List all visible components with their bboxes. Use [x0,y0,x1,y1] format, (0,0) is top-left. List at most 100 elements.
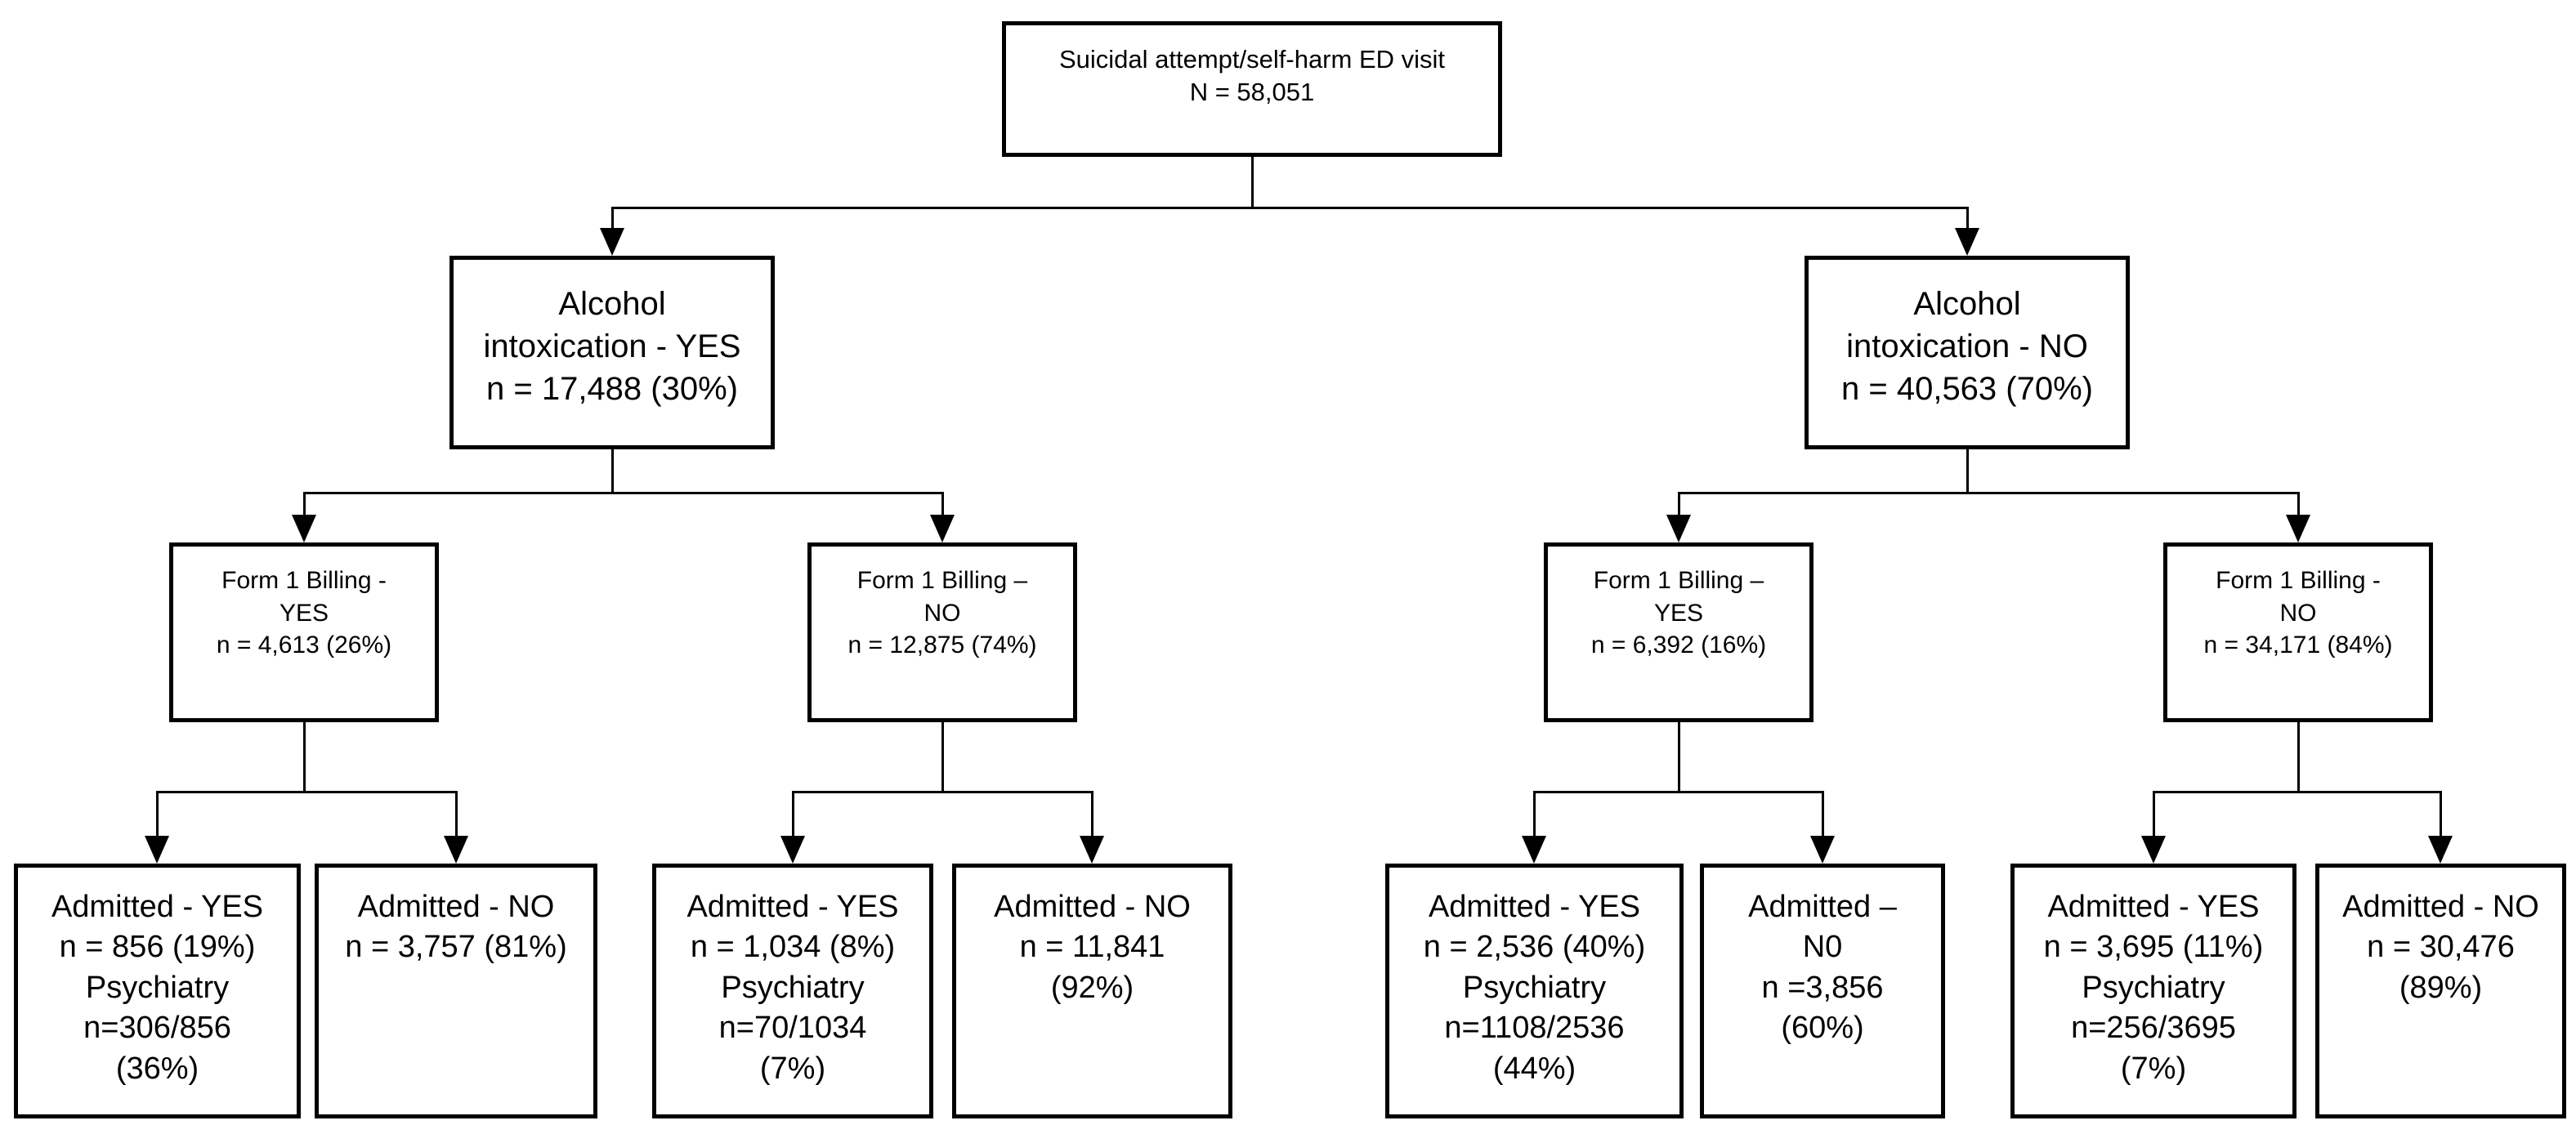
arrow-down-icon [145,836,169,864]
node-text-line: n = 30,476 [2367,930,2515,965]
node-text-line: n=306/856 [83,1011,231,1046]
arrow-down-icon [1080,836,1104,864]
connector-line [792,791,794,840]
node-text-line: n=70/1034 [718,1011,867,1046]
arrow-down-icon [1522,836,1546,864]
node-text-line: (7%) [2120,1051,2187,1086]
connector-line [941,492,944,518]
node-text-line: Form 1 Billing - [2216,567,2381,594]
node-form1-billing-no-right: Form 1 Billing - NO n = 34,171 (84%) [2163,542,2433,722]
connector-line [1678,722,1680,793]
connector-line [1533,791,1824,793]
connector-line [611,449,614,494]
node-admitted-yes-1: Admitted - YES n = 856 (19%) Psychiatry … [14,864,301,1118]
node-text-line: n=256/3695 [2071,1011,2236,1046]
node-text-line: (44%) [1492,1051,1576,1086]
node-form1-billing-yes-left: Form 1 Billing - YES n = 4,613 (26%) [169,542,439,722]
node-text-line: n=1108/2536 [1444,1011,1625,1046]
node-text-line: n = 856 (19%) [59,930,256,965]
node-text-line: intoxication - YES [483,328,741,364]
node-text-line: Form 1 Billing – [856,567,1028,594]
arrow-down-icon [2428,836,2453,864]
connector-line [303,492,944,494]
node-admitted-yes-4: Admitted - YES n = 3,695 (11%) Psychiatr… [2010,864,2296,1118]
node-admitted-yes-2: Admitted - YES n = 1,034 (8%) Psychiatry… [652,864,933,1118]
arrow-down-icon [2141,836,2166,864]
connector-line [303,492,306,518]
node-text-line: (36%) [115,1051,199,1086]
connector-line [1966,207,1969,231]
node-text-line: Alcohol [558,286,666,322]
connector-line [792,791,1093,793]
node-text-line: Alcohol [1913,286,2021,322]
node-admitted-no-1: Admitted - NO n = 3,757 (81%) [315,864,597,1118]
node-text-line: Admitted - YES [1428,890,1641,924]
connector-line [1678,492,2300,494]
node-text-line: Psychiatry [2082,970,2225,1005]
node-text-line: NO [2279,599,2317,627]
connector-line [2440,791,2442,840]
node-text-line: Psychiatry [1462,970,1607,1005]
node-text-line: n = 17,488 (30%) [486,371,738,407]
node-text-line: Admitted - NO [2342,890,2539,924]
node-text-line: (92%) [1050,970,1134,1005]
connector-line [2297,492,2300,518]
connector-line [1091,791,1093,840]
node-admitted-no-2: Admitted - NO n = 11,841 (92%) [952,864,1232,1118]
node-text-line: Admitted – [1748,890,1897,924]
node-text-line: YES [1653,599,1704,627]
node-text-line: Psychiatry [721,970,865,1005]
node-text-line: n = 2,536 (40%) [1423,930,1646,965]
connector-line [941,722,944,793]
connector-line [2153,791,2155,840]
node-form1-billing-no-left: Form 1 Billing – NO n = 12,875 (74%) [807,542,1077,722]
node-text-line: Form 1 Billing – [1593,567,1764,594]
node-text-line: n = 1,034 (8%) [690,930,896,965]
node-alcohol-intox-no: Alcohol intoxication - NO n = 40,563 (70… [1805,256,2130,449]
connector-line [156,791,159,840]
connector-line [611,207,614,231]
node-form1-billing-yes-right: Form 1 Billing – YES n = 6,392 (16%) [1544,542,1813,722]
arrow-down-icon [1810,836,1835,864]
connector-line [1251,157,1254,208]
node-text-line: YES [279,599,329,627]
arrow-down-icon [930,515,955,542]
arrow-down-icon [1955,228,1979,256]
node-text-line: (60%) [1781,1011,1864,1046]
arrow-down-icon [600,228,624,256]
node-text-line: intoxication - NO [1846,328,2088,364]
node-admitted-yes-3: Admitted - YES n = 2,536 (40%) Psychiatr… [1385,864,1684,1118]
connector-line [156,791,458,793]
connector-line [1966,449,1969,494]
connector-line [2297,722,2300,793]
node-text-line: N0 [1802,930,1843,965]
node-text-line: Form 1 Billing - [221,567,387,594]
node-suicidal-ed-visit: Suicidal attempt/self-harm ED visit N = … [1002,21,1502,157]
connector-line [303,722,306,793]
node-text-line: NO [924,599,961,627]
node-text-line: n = 3,695 (11%) [2043,930,2264,965]
node-text-line: Admitted - YES [686,890,899,924]
node-text-line: n = 40,563 (70%) [1841,371,2093,407]
connector-line [1678,492,1680,518]
connector-line [611,207,1969,209]
node-text-line: n = 6,392 (16%) [1590,632,1767,659]
node-text-line: Suicidal attempt/self-harm ED visit [1058,45,1446,74]
arrow-down-icon [780,836,805,864]
node-text-line: Psychiatry [85,970,230,1005]
arrow-down-icon [2286,515,2310,542]
connector-line [1533,791,1536,840]
node-text-line: n =3,856 [1761,970,1884,1005]
node-text-line: (7%) [759,1051,826,1086]
node-text-line: N = 58,051 [1189,78,1315,107]
node-text-line: Admitted - NO [994,890,1191,924]
node-text-line: n = 3,757 (81%) [345,930,567,965]
node-alcohol-intox-yes: Alcohol intoxication - YES n = 17,488 (3… [449,256,775,449]
connector-line [455,791,458,840]
node-text-line: Admitted - YES [51,890,264,924]
node-text-line: (89%) [2399,970,2483,1005]
node-text-line: n = 11,841 [1019,930,1165,965]
node-admitted-no-4: Admitted - NO n = 30,476 (89%) [2315,864,2566,1118]
arrow-down-icon [1666,515,1691,542]
